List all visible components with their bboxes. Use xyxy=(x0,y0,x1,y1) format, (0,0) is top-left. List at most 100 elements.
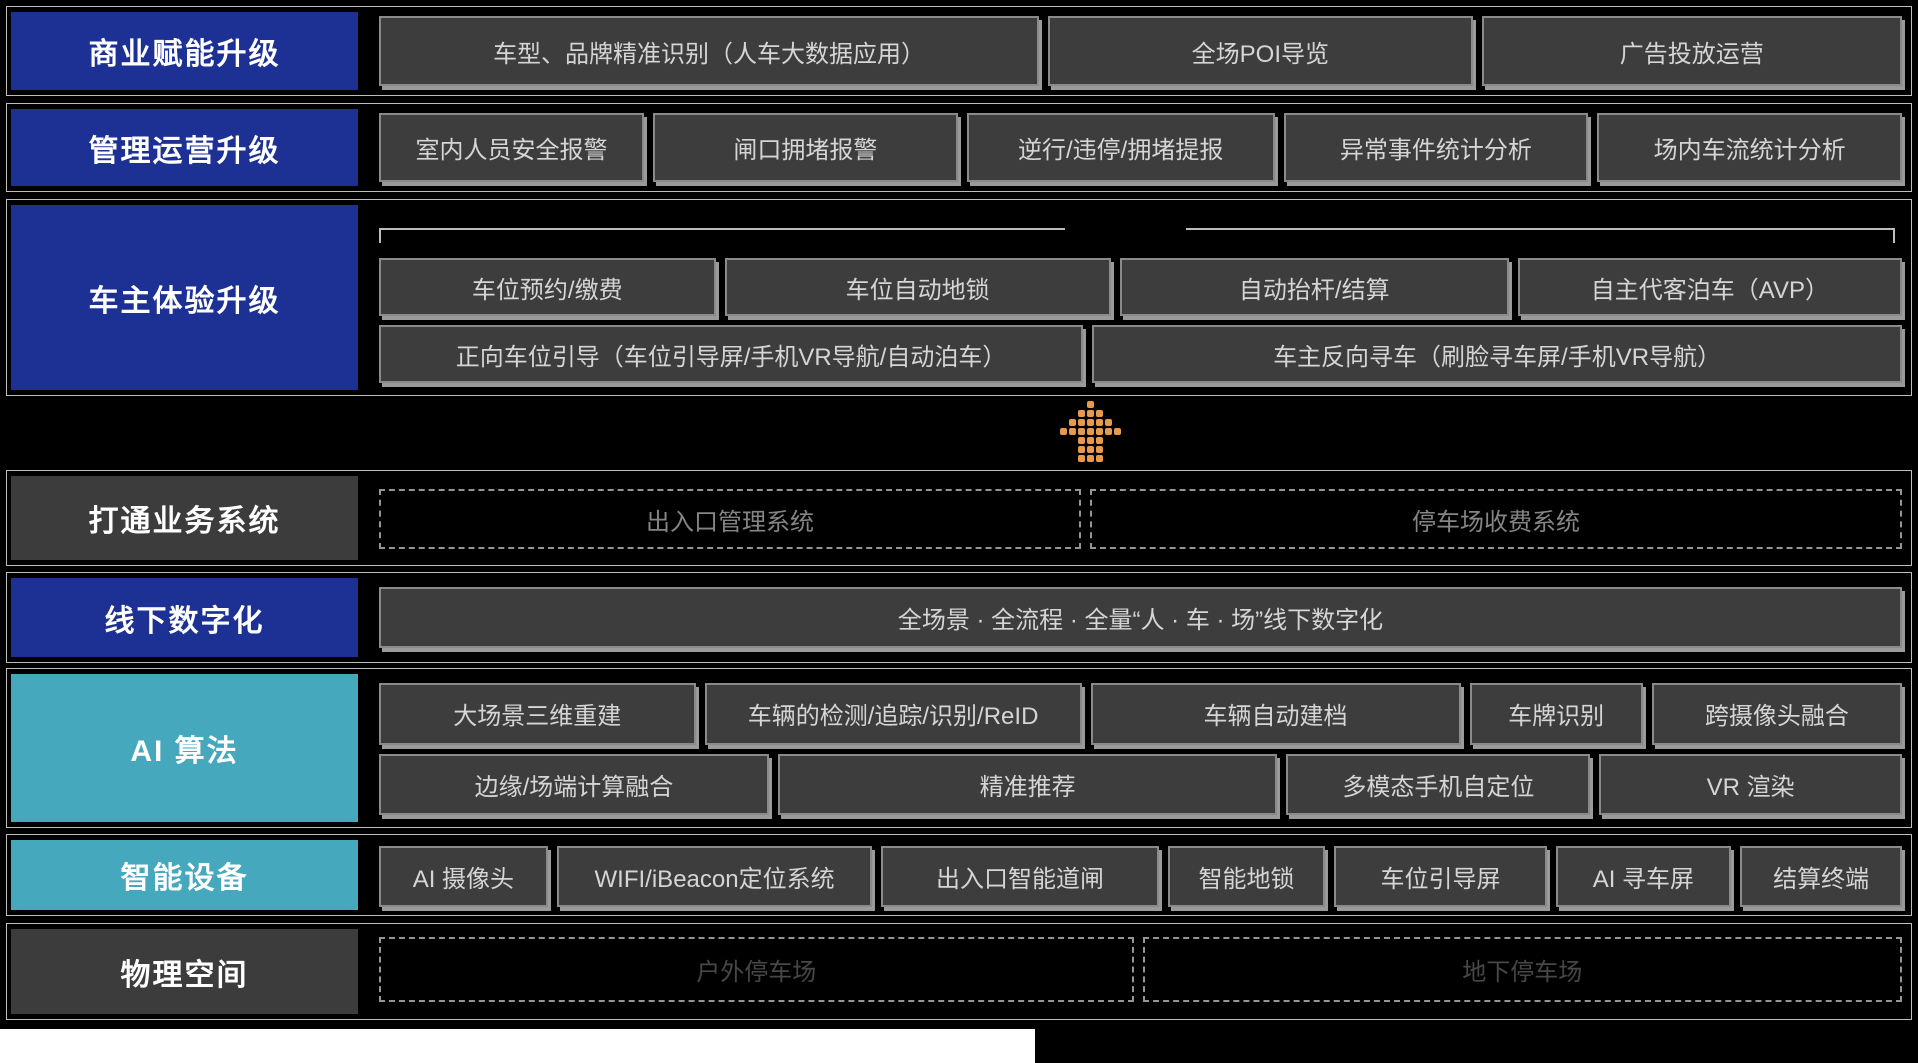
feature-label: AI 摄像头 xyxy=(412,866,515,893)
feature-label: 智能地锁 xyxy=(1198,866,1295,893)
bracket-line xyxy=(379,228,1895,243)
item-row: 出入口管理系统 停车场收费系统 xyxy=(379,489,1902,549)
feature-box-ai-algorithms: 多模态手机自定位 xyxy=(1286,753,1591,815)
feature-box-physical-space: 户外停车场 xyxy=(379,937,1134,1002)
row-label-business-system-integration: 打通业务系统 xyxy=(11,476,358,560)
band-operations-upgrade: 管理运营升级 室内人员安全报警 闸口拥堵报警 逆行/违停/拥堵提报 异常事件统计分析 场内… xyxy=(6,103,1912,192)
row-label-operations-upgrade: 管理运营升级 xyxy=(11,109,358,186)
feature-label: 场内车流统计分析 xyxy=(1653,137,1846,164)
items-area-business-upgrade: 车型、品牌精准识别（人车大数据应用） 全场POI导览 广告投放运营 xyxy=(379,16,1902,86)
items-area-driver-experience-upgrade: 车位预约/缴费 车位自动地锁 自动抬杆/结算 自主代客泊车（AVP） 正向车位引导（车位… xyxy=(379,258,1902,383)
items-area-smart-devices: AI 摄像头 WIFI/iBeacon定位系统 出入口智能道闸 智能地锁 车位引导屏 AI… xyxy=(379,846,1902,907)
feature-box-driver-experience-upgrade: 正向车位引导（车位引导屏/手机VR导航/自动泊车） xyxy=(379,325,1084,383)
feature-box-driver-experience-upgrade: 自主代客泊车（AVP） xyxy=(1517,258,1902,316)
band-offline-digitalization: 线下数字化 全场景 · 全流程 · 全量“人 · 车 · 场”线下数字化 xyxy=(6,572,1912,663)
feature-label: 结算终端 xyxy=(1773,866,1870,893)
feature-label: 逆行/违停/拥堵提报 xyxy=(1017,137,1224,164)
band-business-system-integration: 打通业务系统 出入口管理系统 停车场收费系统 xyxy=(6,470,1912,566)
feature-box-smart-devices: 出入口智能道闸 xyxy=(881,846,1159,907)
feature-box-smart-devices: 智能地锁 xyxy=(1167,846,1326,907)
feature-label: 车牌识别 xyxy=(1508,703,1605,731)
bracket-right-segment xyxy=(1185,228,1895,243)
items-area-ai-algorithms: 大场景三维重建 车辆的检测/追踪/识别/ReID 车辆自动建档 车牌识别 跨摄像头融合边… xyxy=(379,683,1903,815)
feature-label: 车位引导屏 xyxy=(1380,866,1501,893)
bracket-left-segment xyxy=(379,228,1065,243)
feature-label: AI 寻车屏 xyxy=(1592,866,1695,893)
diagram-background-tail xyxy=(1035,1029,1918,1063)
feature-box-driver-experience-upgrade: 车位预约/缴费 xyxy=(379,258,716,316)
item-row: 边缘/场端计算融合 精准推荐 多模态手机自定位 VR 渲染 xyxy=(379,753,1902,815)
feature-label: 停车场收费系统 xyxy=(1412,508,1580,536)
feature-label: 闸口拥堵报警 xyxy=(733,137,878,164)
feature-box-ai-algorithms: 车辆的检测/追踪/识别/ReID xyxy=(704,683,1082,745)
items-area-operations-upgrade: 室内人员安全报警 闸口拥堵报警 逆行/违停/拥堵提报 异常事件统计分析 场内车流统计分析 xyxy=(379,113,1903,182)
band-physical-space: 物理空间 户外停车场 地下停车场 xyxy=(6,923,1912,1020)
feature-label: 大场景三维重建 xyxy=(453,703,622,731)
feature-label: 多模态手机自定位 xyxy=(1342,773,1535,801)
row-label-physical-space: 物理空间 xyxy=(11,929,358,1014)
feature-label: 车型、品牌精准识别（人车大数据应用） xyxy=(493,40,926,68)
up-arrow-icon xyxy=(1060,401,1121,462)
feature-label: 车位自动地锁 xyxy=(845,276,990,304)
feature-box-ai-algorithms: 边缘/场端计算融合 xyxy=(379,753,769,815)
feature-label: 全场POI导览 xyxy=(1191,40,1330,68)
feature-label: 自动抬杆/结算 xyxy=(1238,276,1390,304)
row-label-smart-devices: 智能设备 xyxy=(11,840,358,910)
row-label-driver-experience-upgrade: 车主体验升级 xyxy=(11,205,358,390)
band-business-upgrade: 商业赋能升级 车型、品牌精准识别（人车大数据应用） 全场POI导览 广告投放运营 xyxy=(6,6,1912,96)
feature-label: 车位预约/缴费 xyxy=(471,276,623,304)
feature-box-ai-algorithms: VR 渲染 xyxy=(1599,753,1902,815)
feature-box-smart-devices: 车位引导屏 xyxy=(1334,846,1547,907)
feature-label: 正向车位引导（车位引导屏/手机VR导航/自动泊车） xyxy=(455,343,1007,371)
feature-box-smart-devices: WIFI/iBeacon定位系统 xyxy=(556,846,873,907)
items-area-business-system-integration: 出入口管理系统 停车场收费系统 xyxy=(379,489,1902,549)
feature-box-operations-upgrade: 异常事件统计分析 xyxy=(1283,113,1589,182)
feature-box-ai-algorithms: 跨摄像头融合 xyxy=(1651,683,1903,745)
feature-label: 异常事件统计分析 xyxy=(1339,137,1532,164)
feature-box-operations-upgrade: 场内车流统计分析 xyxy=(1597,113,1903,182)
feature-label: 自主代客泊车（AVP） xyxy=(1590,276,1830,304)
band-driver-experience-upgrade: 车主体验升级 车位预约/缴费 车位自动地锁 自动抬杆/结算 自主代客泊车（AVP） 正向车… xyxy=(6,199,1912,396)
row-label-ai-algorithms: AI 算法 xyxy=(11,674,358,822)
feature-box-ai-algorithms: 车辆自动建档 xyxy=(1090,683,1461,745)
item-row: 正向车位引导（车位引导屏/手机VR导航/自动泊车） 车主反向寻车（刷脸寻车屏/手机… xyxy=(379,325,1902,383)
item-row: 车位预约/缴费 车位自动地锁 自动抬杆/结算 自主代客泊车（AVP） xyxy=(379,258,1902,316)
feature-box-ai-algorithms: 车牌识别 xyxy=(1469,683,1643,745)
feature-box-physical-space: 地下停车场 xyxy=(1142,937,1902,1002)
row-label-business-upgrade: 商业赋能升级 xyxy=(11,12,358,90)
feature-box-smart-devices: 结算终端 xyxy=(1740,846,1902,907)
feature-box-driver-experience-upgrade: 自动抬杆/结算 xyxy=(1119,258,1509,316)
row-label-offline-digitalization: 线下数字化 xyxy=(11,578,358,657)
feature-label: VR 渲染 xyxy=(1706,773,1795,801)
feature-box-business-system-integration: 停车场收费系统 xyxy=(1090,489,1902,549)
feature-box-business-upgrade: 车型、品牌精准识别（人车大数据应用） xyxy=(379,16,1040,86)
feature-box-driver-experience-upgrade: 车主反向寻车（刷脸寻车屏/手机VR导航） xyxy=(1092,325,1902,383)
feature-label: 室内人员安全报警 xyxy=(415,137,608,164)
feature-label: 车主反向寻车（刷脸寻车屏/手机VR导航） xyxy=(1273,343,1722,371)
feature-box-driver-experience-upgrade: 车位自动地锁 xyxy=(724,258,1111,316)
item-row: AI 摄像头 WIFI/iBeacon定位系统 出入口智能道闸 智能地锁 车位引导屏 AI… xyxy=(379,846,1902,907)
item-row: 大场景三维重建 车辆的检测/追踪/识别/ReID 车辆自动建档 车牌识别 跨摄像头融合 xyxy=(379,683,1903,745)
feature-label: 出入口智能道闸 xyxy=(935,866,1104,893)
feature-box-smart-devices: AI 寻车屏 xyxy=(1555,846,1732,907)
feature-label: 车辆的检测/追踪/识别/ReID xyxy=(747,703,1039,731)
item-row: 室内人员安全报警 闸口拥堵报警 逆行/违停/拥堵提报 异常事件统计分析 场内车流统计分析 xyxy=(379,113,1903,182)
item-row: 全场景 · 全流程 · 全量“人 · 车 · 场”线下数字化 xyxy=(379,587,1902,648)
feature-label: 精准推荐 xyxy=(979,773,1076,801)
feature-box-ai-algorithms: 精准推荐 xyxy=(777,753,1278,815)
feature-box-smart-devices: AI 摄像头 xyxy=(379,846,548,907)
items-area-offline-digitalization: 全场景 · 全流程 · 全量“人 · 车 · 场”线下数字化 xyxy=(379,587,1902,648)
feature-label: 车辆自动建档 xyxy=(1203,703,1348,731)
feature-label: 地下停车场 xyxy=(1462,959,1583,986)
band-smart-devices: 智能设备 AI 摄像头 WIFI/iBeacon定位系统 出入口智能道闸 智能地锁 车位引… xyxy=(6,834,1912,916)
item-row: 车型、品牌精准识别（人车大数据应用） 全场POI导览 广告投放运营 xyxy=(379,16,1902,86)
feature-box-operations-upgrade: 室内人员安全报警 xyxy=(379,113,645,182)
feature-label: 出入口管理系统 xyxy=(646,508,814,536)
feature-box-business-upgrade: 全场POI导览 xyxy=(1048,16,1473,86)
feature-box-ai-algorithms: 大场景三维重建 xyxy=(379,683,696,745)
feature-label: 户外停车场 xyxy=(696,959,817,986)
feature-label: 全场景 · 全流程 · 全量“人 · 车 · 场”线下数字化 xyxy=(897,607,1384,634)
feature-label: WIFI/iBeacon定位系统 xyxy=(594,866,835,893)
feature-box-operations-upgrade: 逆行/违停/拥堵提报 xyxy=(966,113,1275,182)
feature-label: 广告投放运营 xyxy=(1619,40,1764,68)
